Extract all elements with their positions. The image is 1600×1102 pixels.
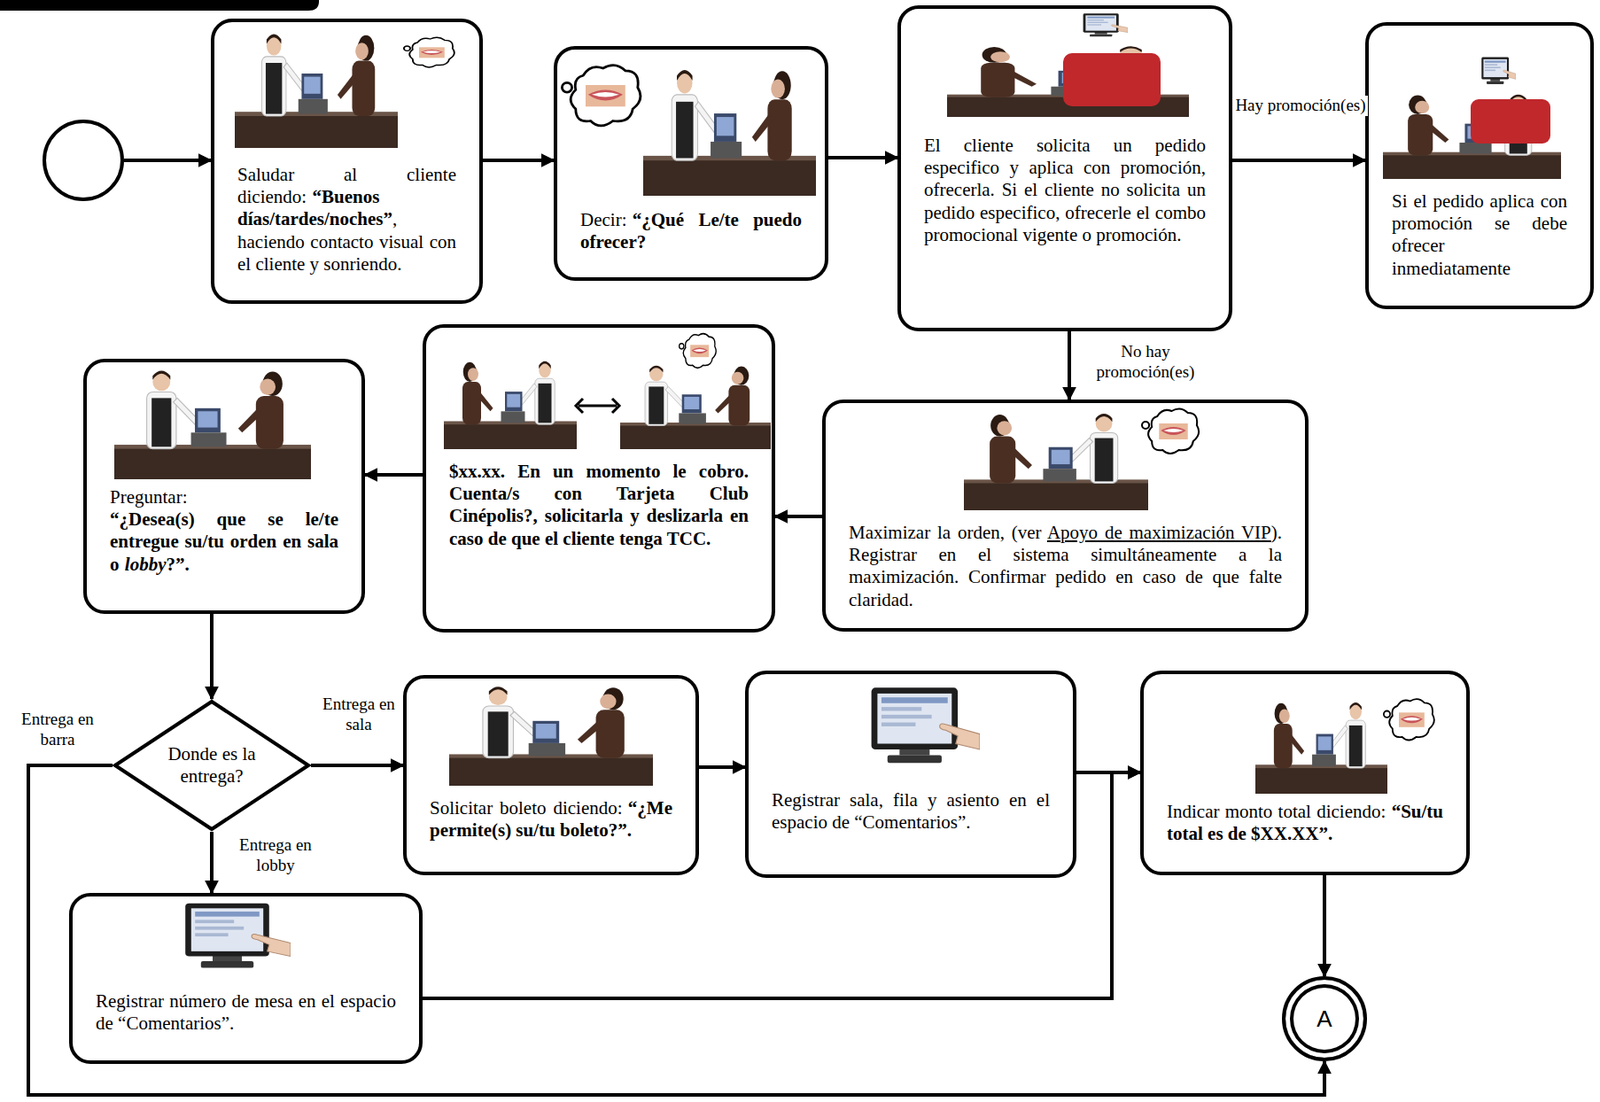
step-text: Solicitar boleto diciendo: — [429, 797, 623, 819]
process-box: Preguntar:“¿Desea(s) que se le/te entreg… — [83, 358, 366, 614]
box-text: Si el pedido aplica con promoción se deb… — [1368, 190, 1591, 280]
edge-label: Entrega en sala — [314, 694, 404, 736]
end-connector: A — [1281, 976, 1367, 1062]
diamond-shape — [115, 701, 309, 830]
process-box: El cliente solicita un pedido especifico… — [897, 5, 1233, 332]
box-text: Maximizar la orden, (verApoyo de maximiz… — [825, 521, 1305, 612]
menu-screen — [1083, 13, 1128, 37]
double-arrow — [575, 398, 620, 413]
process-box: Registrar sala, fila y asiento en el esp… — [745, 670, 1077, 878]
box-text: Registrar número de mesa en el espacio d… — [72, 990, 420, 1035]
edge-label: Entrega en barra — [3, 709, 112, 751]
promo-display — [1470, 99, 1551, 144]
edge-label: Hay promoción(es) — [1233, 95, 1368, 117]
process-box: Si el pedido aplica con promoción se deb… — [1365, 22, 1594, 310]
smile-bubble — [561, 65, 641, 126]
promo-display — [1063, 53, 1161, 107]
edge-label: Entrega en lobby — [221, 835, 330, 877]
step-text: El cliente solicita un pedido especifico… — [924, 134, 1206, 246]
smile-bubble — [1383, 699, 1435, 740]
process-box: Maximizar la orden, (verApoyo de maximiz… — [822, 399, 1309, 632]
connector-letter: A — [1316, 1005, 1332, 1034]
smile-bubble — [1141, 408, 1199, 454]
header-bar — [0, 0, 319, 11]
menu-screen — [1481, 57, 1516, 85]
counter-scene — [963, 413, 1149, 511]
process-box: Saludar al cliente diciendo:“Buenos días… — [210, 18, 483, 304]
counter-scene — [947, 46, 1189, 117]
flow-arrow — [1322, 875, 1327, 977]
box-text: Decir:“¿Qué Le/te puedo ofrecer? — [557, 209, 825, 254]
step-text: Registrar número de mesa en el espacio d… — [95, 990, 397, 1034]
pos-screen — [185, 903, 291, 969]
box-text: El cliente solicita un pedido especifico… — [900, 134, 1229, 247]
step-text: Apoyo de maximización VIP — [1047, 521, 1272, 544]
counter-scene — [643, 69, 816, 196]
flow-arrow — [699, 765, 746, 769]
smile-bubble — [679, 333, 717, 369]
process-box: Decir:“¿Qué Le/te puedo ofrecer? — [553, 46, 829, 281]
start-circle — [42, 119, 125, 202]
step-text: Registrar sala, fila y asiento en el esp… — [771, 789, 1050, 833]
counter-scene — [620, 365, 771, 450]
box-text: Preguntar:“¿Desea(s) que se le/te entreg… — [86, 486, 362, 576]
step-text: Si el pedido aplica con promoción se deb… — [1391, 190, 1568, 280]
smile-bubble — [403, 37, 455, 68]
decision-diamond: Donde es la entrega? — [112, 699, 311, 832]
process-box: Indicar monto total diciendo:“Su/tu tota… — [1140, 670, 1470, 876]
step-text: $xx.xx. En un momento le cobro. Cuenta/s… — [449, 460, 749, 550]
step-text: lobby — [124, 553, 167, 575]
flow-arrow — [828, 155, 898, 160]
flow-arrow — [310, 763, 404, 768]
step-text: Maximizar la orden, (ver — [848, 521, 1042, 544]
flow-arrow — [209, 831, 214, 894]
flow-arrow — [1067, 331, 1072, 400]
flow-arrow — [365, 473, 423, 477]
box-text: Indicar monto total diciendo:“Su/tu tota… — [1143, 800, 1467, 846]
process-box: $xx.xx. En un momento le cobro. Cuenta/s… — [422, 324, 776, 633]
flow-arrow — [209, 613, 214, 700]
counter-scene — [1255, 702, 1388, 794]
counter-scene — [234, 34, 398, 148]
step-text: Preguntar: — [109, 486, 339, 509]
flow-arrow — [482, 158, 554, 163]
process-box: Registrar número de mesa en el espacio d… — [69, 893, 423, 1065]
counter-scene — [114, 370, 311, 480]
edge-label: No hay promoción(es) — [1075, 341, 1216, 383]
step-text: Decir: — [580, 209, 627, 231]
counter-scene — [449, 686, 653, 786]
process-box: Solicitar boleto diciendo:“¿Me permite(s… — [403, 675, 700, 876]
step-text: Indicar monto total diciendo: — [1166, 800, 1386, 823]
flow-arrow — [124, 158, 211, 163]
box-text: Registrar sala, fila y asiento en el esp… — [748, 789, 1073, 834]
flow-arrow — [1232, 158, 1366, 163]
box-text: Solicitar boleto diciendo:“¿Me permite(s… — [406, 797, 696, 842]
flow-arrow — [775, 514, 823, 519]
flow-arrow — [422, 772, 1141, 999]
counter-scene — [443, 361, 577, 450]
decision-text: Donde es la entrega? — [162, 743, 262, 788]
box-text: $xx.xx. En un momento le cobro. Cuenta/s… — [426, 460, 772, 551]
counter-scene — [1382, 94, 1562, 179]
box-text: Saludar al cliente diciendo:“Buenos días… — [214, 163, 480, 276]
step-text: ?”. — [165, 553, 189, 575]
pos-screen — [871, 687, 980, 763]
